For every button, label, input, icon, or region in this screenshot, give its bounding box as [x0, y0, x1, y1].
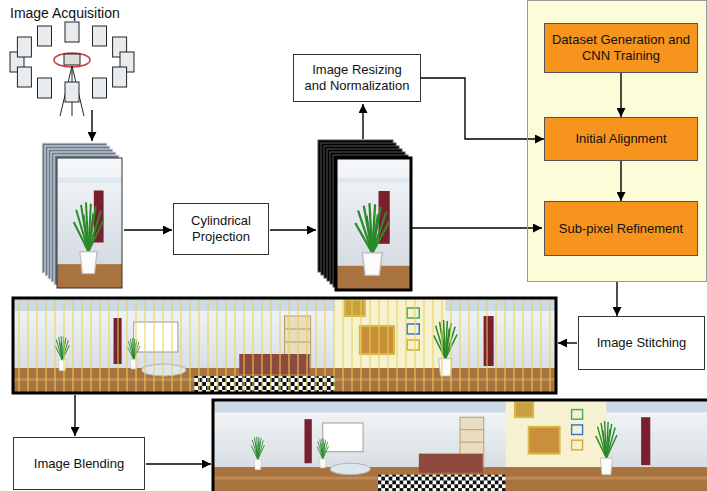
stitched-panorama [13, 298, 556, 393]
image-stack [42, 143, 122, 288]
box-label: Initial Alignment [575, 131, 666, 147]
flow-arrow [620, 73, 621, 117]
stage-label: Image Acquisition [10, 5, 120, 21]
box-label: Image Resizing and Normalization [300, 62, 414, 93]
process-box: Image Blending [13, 437, 145, 490]
process-box: Image Resizing and Normalization [293, 54, 421, 102]
projected-stack [318, 140, 411, 290]
box-label: Dataset Generation and CNN Training [551, 32, 691, 63]
flow-arrow [620, 161, 621, 201]
box-label: Cylindrical Projection [180, 213, 262, 244]
flow-arrow [616, 282, 617, 316]
process-box: Sub-pixel Refinement [544, 201, 698, 256]
camera-ring [10, 22, 134, 116]
process-box: Initial Alignment [544, 117, 698, 161]
process-box: Cylindrical Projection [173, 203, 269, 255]
process-box: Dataset Generation and CNN Training [544, 23, 698, 73]
box-label: Sub-pixel Refinement [559, 221, 683, 237]
process-box: Image Stitching [578, 316, 705, 370]
box-label: Image Blending [34, 456, 124, 472]
group-panel: Dataset Generation and CNN TrainingIniti… [527, 0, 707, 282]
box-label: Image Stitching [597, 335, 687, 351]
panel-ground [527, 0, 707, 282]
flow-arrow [421, 78, 544, 139]
flow-arrow [75, 104, 577, 464]
blended-panorama [213, 400, 707, 491]
